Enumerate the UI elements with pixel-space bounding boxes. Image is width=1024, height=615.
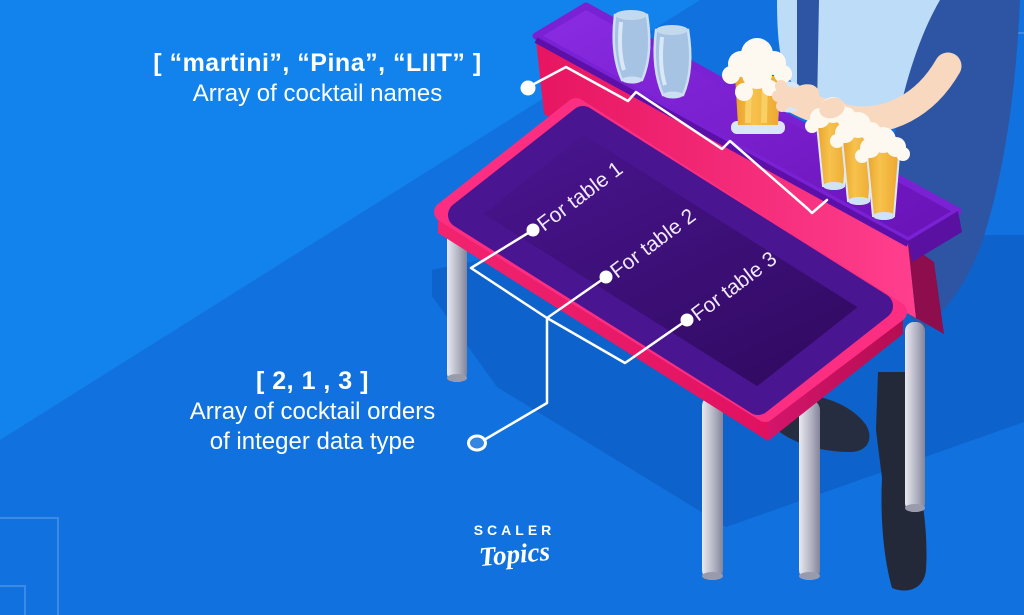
shelf-right-end: [908, 211, 962, 262]
table-legs: [447, 226, 925, 580]
table-leg-back-left: [447, 226, 467, 382]
beer-pint-2: [830, 112, 885, 205]
names-array-text: [ “martini”, “Pina”, “LIIT” ]: [153, 49, 482, 77]
names-caption-text: Array of cocktail names: [192, 80, 443, 108]
drinks: [612, 10, 910, 220]
deco-square-bottom-left-1: [0, 517, 59, 615]
shelf-back-panel: [536, 40, 916, 318]
empty-glass-2: [653, 25, 692, 99]
beer-mug: [722, 38, 805, 134]
connector-names-to-shelf: [532, 65, 829, 215]
ring-orders-label: [467, 434, 487, 452]
table-leg-front-left: [702, 396, 723, 580]
orders-caption-line1: Array of cocktail orders: [189, 398, 436, 426]
orders-array-text: [ 2, 1 , 3 ]: [256, 367, 369, 395]
dot-names-label: [520, 80, 536, 96]
connector-to-orders-label: [482, 316, 549, 442]
dot-table3: [680, 313, 694, 327]
beer-pint-3: [855, 127, 910, 220]
connector-table1: [469, 228, 549, 320]
scaler-topics-logo: SCALER Topics: [447, 522, 582, 572]
dot-table1: [526, 223, 540, 237]
annotation-dots: [520, 80, 694, 327]
connector-table3: [545, 316, 689, 365]
logo-brand-text: SCALER: [473, 522, 556, 538]
table-leg-back-right: [905, 322, 925, 512]
bartender-hand: [772, 80, 845, 119]
table-leg-front-right: [799, 400, 820, 580]
orders-annotation: [ 2, 1 , 3 ] Array of cocktail orders of…: [140, 366, 485, 457]
mug-foam: [722, 38, 792, 101]
annotation-lines: [469, 65, 829, 442]
bartender-apron-strap: [797, 0, 819, 108]
shelf-panel-side: [908, 244, 944, 334]
connector-table2: [545, 275, 608, 320]
shelf-edge: [534, 37, 910, 247]
orders-caption-line2: of integer data type: [209, 428, 416, 456]
dot-table2: [599, 270, 613, 284]
empty-glass-1: [612, 10, 651, 84]
names-annotation: [ “martini”, “Pina”, “LIIT” ] Array of c…: [95, 48, 540, 109]
